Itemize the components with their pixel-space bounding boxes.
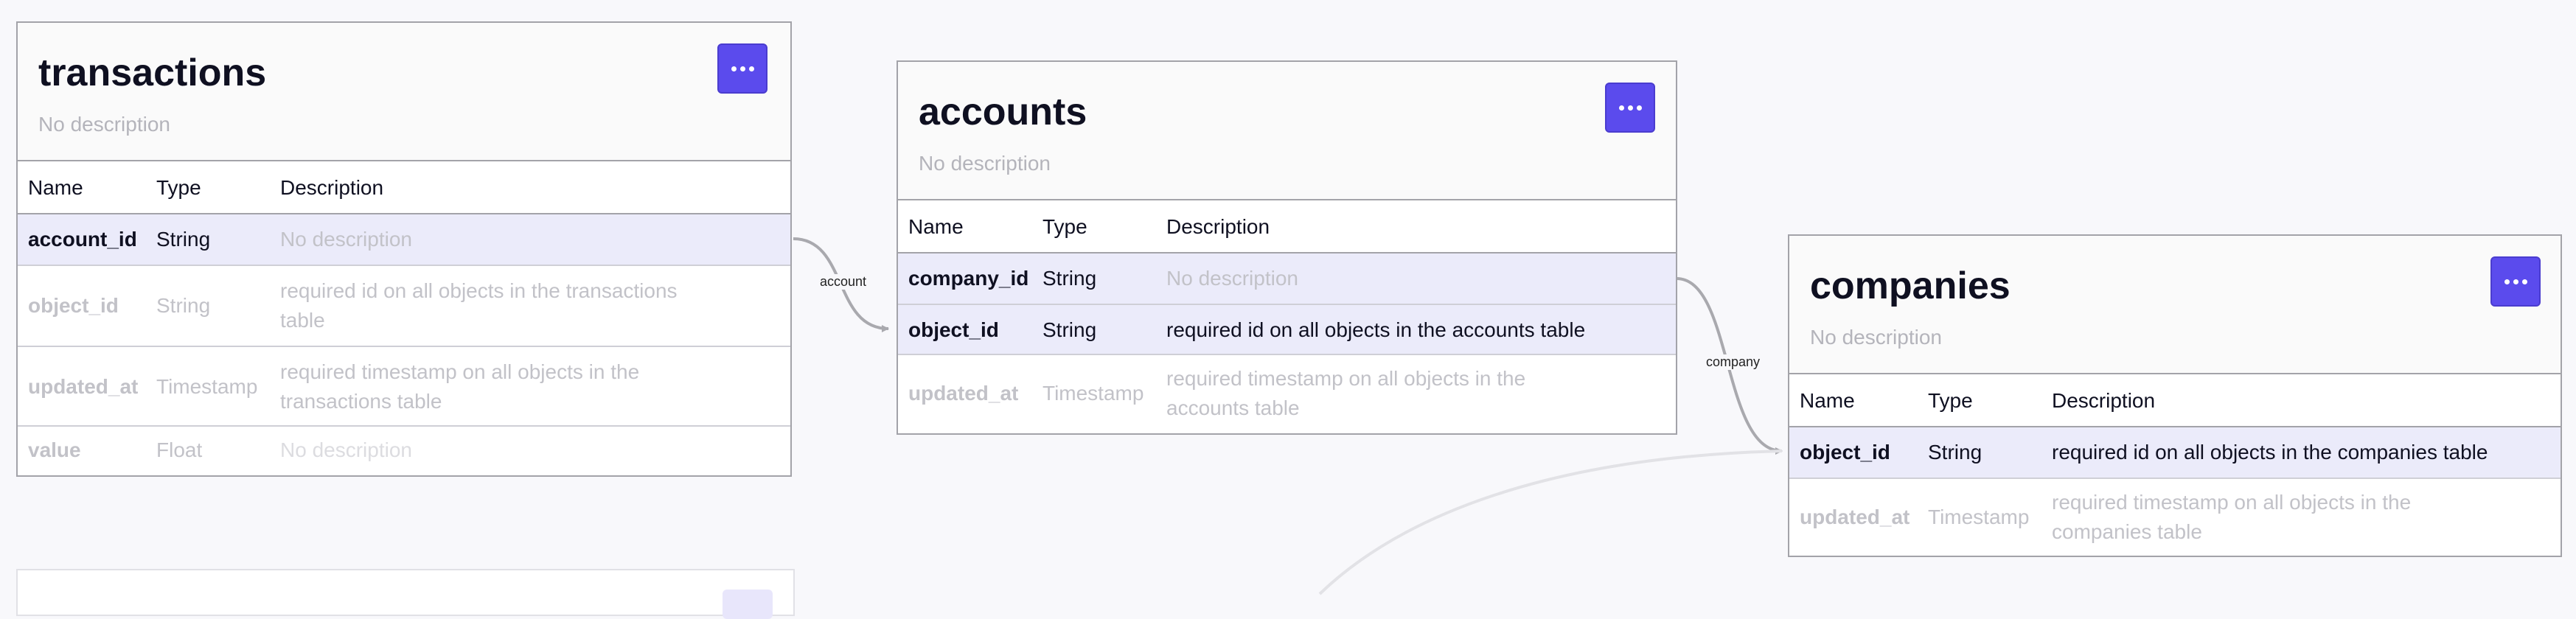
field-type: String — [1928, 441, 1983, 464]
column-header-name: Name — [1800, 389, 1855, 412]
field-type: Float — [156, 438, 203, 461]
field-name: updated_at — [908, 382, 1019, 405]
more-icon — [731, 66, 737, 71]
field-description: required timestamp on all objects in the… — [280, 360, 640, 413]
table-header: companies No description — [1789, 236, 2561, 374]
edge-label-company: company — [1705, 354, 1762, 370]
field-type: String — [1042, 267, 1097, 290]
field-description: required timestamp on all objects in the… — [1166, 367, 1526, 419]
column-header-name: Name — [28, 176, 83, 199]
columns-header: Name Type Description — [1789, 374, 2561, 427]
table-title: companies — [1810, 265, 2011, 307]
table-row[interactable]: value Float No description — [18, 427, 790, 475]
column-header-type: Type — [1928, 389, 1973, 412]
table-card-transactions[interactable]: transactions No description Name Type De… — [16, 21, 792, 477]
field-name: updated_at — [28, 375, 139, 398]
table-menu-button[interactable] — [2490, 256, 2541, 307]
more-icon-dot — [739, 66, 745, 71]
more-icon — [1618, 105, 1624, 111]
table-title: accounts — [919, 91, 1087, 133]
table-title: transactions — [38, 52, 267, 94]
field-type: String — [156, 228, 211, 251]
field-name: object_id — [1800, 441, 1890, 464]
table-menu-button[interactable] — [1605, 83, 1655, 133]
table-card-offscreen[interactable] — [16, 569, 795, 619]
more-icon-dot — [748, 66, 754, 71]
field-name: object_id — [28, 294, 119, 317]
table-row[interactable]: updated_at Timestamp required timestamp … — [898, 355, 1676, 433]
table-row[interactable]: account_id String No description — [18, 214, 790, 266]
more-icon — [2504, 279, 2510, 284]
more-icon-dot — [1627, 105, 1633, 111]
column-header-name: Name — [908, 215, 964, 238]
field-name: updated_at — [1800, 506, 1910, 528]
table-row[interactable]: object_id String required id on all obje… — [18, 266, 790, 347]
table-header: accounts No description — [898, 62, 1676, 200]
table-row[interactable]: updated_at Timestamp required timestamp … — [18, 347, 790, 427]
table-row[interactable]: company_id String No description — [898, 253, 1676, 305]
table-row[interactable]: object_id String required id on all obje… — [1789, 427, 2561, 479]
field-description: No description — [280, 228, 412, 251]
field-type: String — [1042, 318, 1097, 341]
field-type: String — [156, 294, 211, 317]
column-header-description: Description — [280, 176, 384, 199]
field-description: required id on all objects in the compan… — [2052, 441, 2488, 464]
more-icon-dot — [2513, 279, 2518, 284]
table-card-accounts[interactable]: accounts No description Name Type Descri… — [897, 60, 1677, 435]
field-description: required timestamp on all objects in the… — [2052, 491, 2412, 543]
table-row[interactable]: object_id String required id on all obje… — [898, 305, 1676, 355]
column-header-type: Type — [156, 176, 201, 199]
field-description: required id on all objects in the accoun… — [1166, 318, 1586, 341]
edge-label-account: account — [818, 274, 868, 290]
field-description: No description — [1166, 267, 1298, 290]
field-type: Timestamp — [156, 375, 258, 398]
field-description: required id on all objects in the transa… — [280, 279, 678, 332]
field-description: No description — [280, 438, 412, 461]
table-description: No description — [919, 152, 1051, 175]
field-type: Timestamp — [1928, 506, 2030, 528]
edge-offscreen[interactable] — [1318, 450, 1783, 595]
field-name: account_id — [28, 228, 137, 251]
more-icon-dot — [2521, 279, 2527, 284]
field-name: company_id — [908, 267, 1029, 290]
field-type: Timestamp — [1042, 382, 1144, 405]
table-row[interactable]: updated_at Timestamp required timestamp … — [1789, 479, 2561, 557]
field-name: value — [28, 438, 81, 461]
columns-header: Name Type Description — [898, 200, 1676, 253]
table-description: No description — [1810, 326, 1942, 349]
table-menu-button[interactable] — [723, 590, 773, 619]
columns-header: Name Type Description — [18, 161, 790, 214]
more-icon-dot — [1636, 105, 1642, 111]
table-card-companies[interactable]: companies No description Name Type Descr… — [1788, 234, 2562, 557]
column-header-description: Description — [1166, 215, 1270, 238]
column-header-description: Description — [2052, 389, 2156, 412]
field-name: object_id — [908, 318, 999, 341]
column-header-type: Type — [1042, 215, 1087, 238]
table-header: transactions No description — [18, 23, 790, 161]
table-description: No description — [38, 113, 170, 136]
table-menu-button[interactable] — [717, 43, 767, 94]
